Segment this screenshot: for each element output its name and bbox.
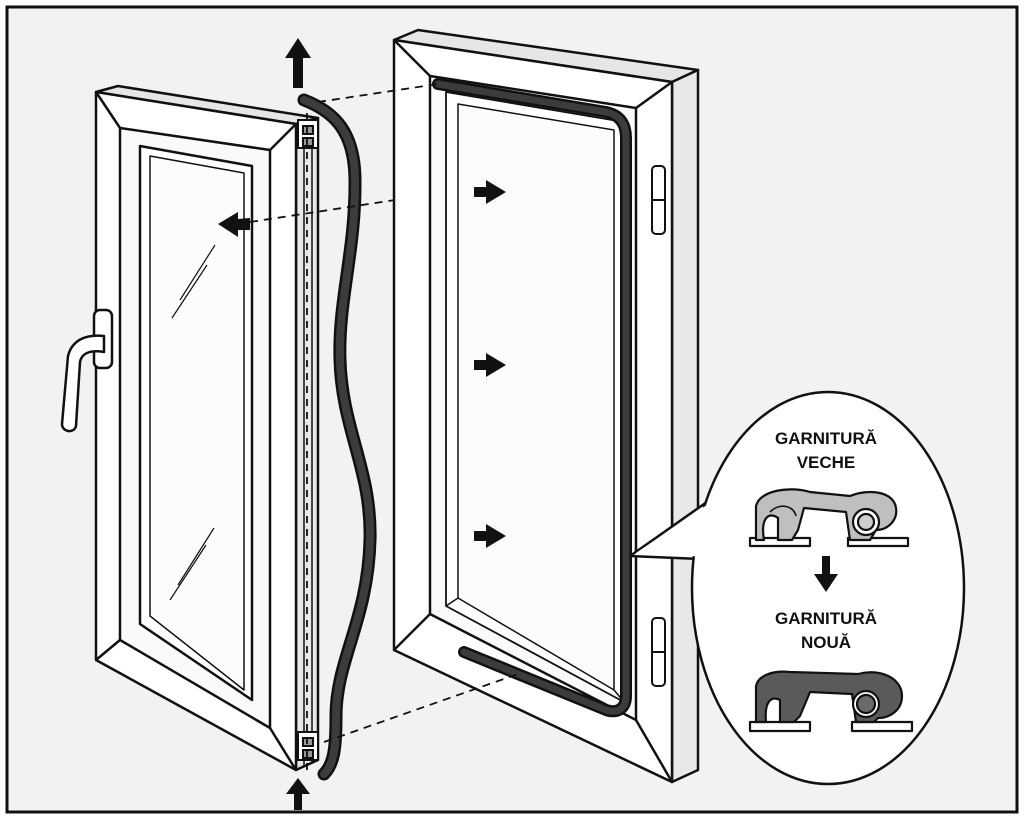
arrow-down-icon [814,556,838,592]
new-gasket-label-line2: NOUĂ [801,633,851,652]
arrow-right-icon [474,180,506,548]
old-gasket-label-line1: GARNITURĂ [775,429,877,448]
old-gasket-label-line2: VECHE [797,453,856,472]
arrow-left-icon [218,212,250,237]
window-handle-icon [60,308,114,433]
dashed-guides [249,83,519,743]
window-sash [94,84,320,772]
sash-clip-bottom [297,731,319,761]
new-gasket-label-line1: GARNITURĂ [775,609,877,628]
arrow-up-icon-bottom [286,778,310,810]
new-gasket-profile [748,670,914,733]
sash-clip-top [297,119,319,149]
hinge-icon [651,165,666,235]
old-gasket-profile [748,488,910,548]
arrow-up-icon [285,38,311,88]
hinge-icon-bottom [651,617,666,687]
window-frame [392,28,700,784]
